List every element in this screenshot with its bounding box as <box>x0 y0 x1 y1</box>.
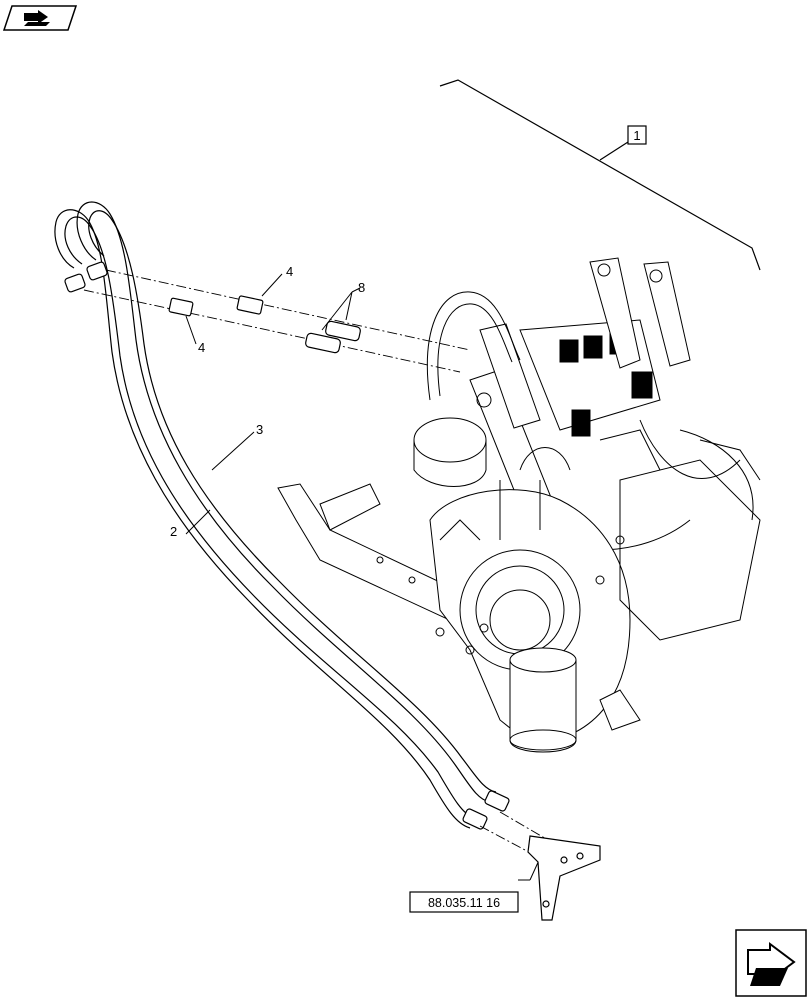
callout-4-upper[interactable]: 4 <box>286 264 293 279</box>
hydraulic-pipe-3 <box>76 201 497 803</box>
callout-3[interactable]: 3 <box>256 422 263 437</box>
pipe-end-fitting-lower <box>462 790 510 830</box>
adapter-fitting <box>168 295 264 317</box>
callout-1[interactable]: 1 <box>627 125 647 145</box>
svg-text:88.035.11 16: 88.035.11 16 <box>428 896 500 910</box>
engine-valve-assembly <box>277 257 761 753</box>
svg-text:1: 1 <box>633 128 640 143</box>
callout-2[interactable]: 2 <box>170 524 177 539</box>
pipe-end-fitting-upper <box>64 261 108 293</box>
quick-coupler <box>305 320 361 354</box>
assembly-bracket <box>439 79 761 271</box>
mounting-bracket <box>527 835 601 921</box>
callout-8[interactable]: 8 <box>358 280 365 295</box>
next-page-arrow-icon[interactable] <box>735 929 807 997</box>
hydraulic-pipe-2 <box>54 209 475 829</box>
reference-box[interactable]: 88.035.11 16 <box>409 891 519 913</box>
leader-lines <box>185 273 541 881</box>
section-navigation-icon[interactable] <box>2 5 78 31</box>
callout-4-lower[interactable]: 4 <box>198 340 205 355</box>
